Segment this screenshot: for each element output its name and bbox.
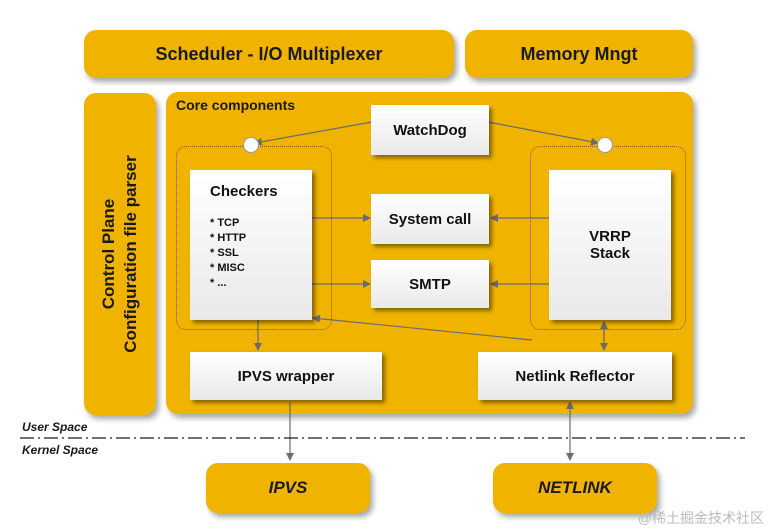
checker-item: * SSL: [210, 247, 239, 259]
watchdog-box: WatchDog: [371, 105, 489, 155]
smtp-box: SMTP: [371, 260, 489, 308]
checker-item: * HTTP: [210, 232, 247, 244]
control-plane-box: Control Plane Configuration file parser: [84, 93, 156, 415]
scheduler-box: Scheduler - I/O Multiplexer: [84, 30, 454, 78]
system-call-label: System call: [388, 210, 472, 228]
checker-item: * TCP: [210, 217, 240, 229]
checkers-list: * TCP * HTTP * SSL * MISC * ...: [210, 216, 312, 291]
watchdog-label: WatchDog: [393, 121, 467, 139]
scheduler-label: Scheduler - I/O Multiplexer: [155, 43, 383, 64]
netlink-reflector-label: Netlink Reflector: [515, 367, 635, 385]
memory-management-box: Memory Mngt: [465, 30, 693, 78]
checkers-box: Checkers * TCP * HTTP * SSL * MISC * ...: [190, 170, 312, 320]
system-call-box: System call: [371, 194, 489, 244]
checker-item: * MISC: [210, 262, 245, 274]
watermark: @稀土掘金技术社区: [637, 510, 764, 526]
kernel-space-label: Kernel Space: [22, 443, 99, 457]
netlink-to-checkers-arrow: [312, 314, 533, 341]
netlink-box: NETLINK: [493, 463, 657, 513]
vrrp-stack-box: VRRP Stack: [549, 170, 671, 320]
netlink-reflector-box: Netlink Reflector: [478, 352, 672, 400]
memory-management-label: Memory Mngt: [520, 43, 638, 64]
checkers-title: Checkers: [210, 183, 278, 200]
vrrp-label: VRRP: [589, 228, 631, 245]
user-space-label: User Space: [22, 420, 88, 434]
smtp-label: SMTP: [409, 275, 451, 293]
watchdog-to-vrrp-line: [487, 121, 599, 146]
ipvs-box: IPVS: [206, 463, 370, 513]
ipvs-wrapper-label: IPVS wrapper: [237, 367, 335, 385]
ipvs-label: IPVS: [268, 478, 308, 497]
stack-label: Stack: [589, 245, 631, 262]
core-components-label: Core components: [176, 97, 296, 113]
ipvs-wrapper-box: IPVS wrapper: [190, 352, 382, 400]
netlink-label: NETLINK: [538, 478, 612, 497]
checkers-watchdog-port: [243, 137, 259, 153]
watchdog-to-checkers-line: [254, 121, 373, 146]
checker-item: * ...: [210, 277, 227, 289]
vrrp-watchdog-port: [597, 137, 613, 153]
